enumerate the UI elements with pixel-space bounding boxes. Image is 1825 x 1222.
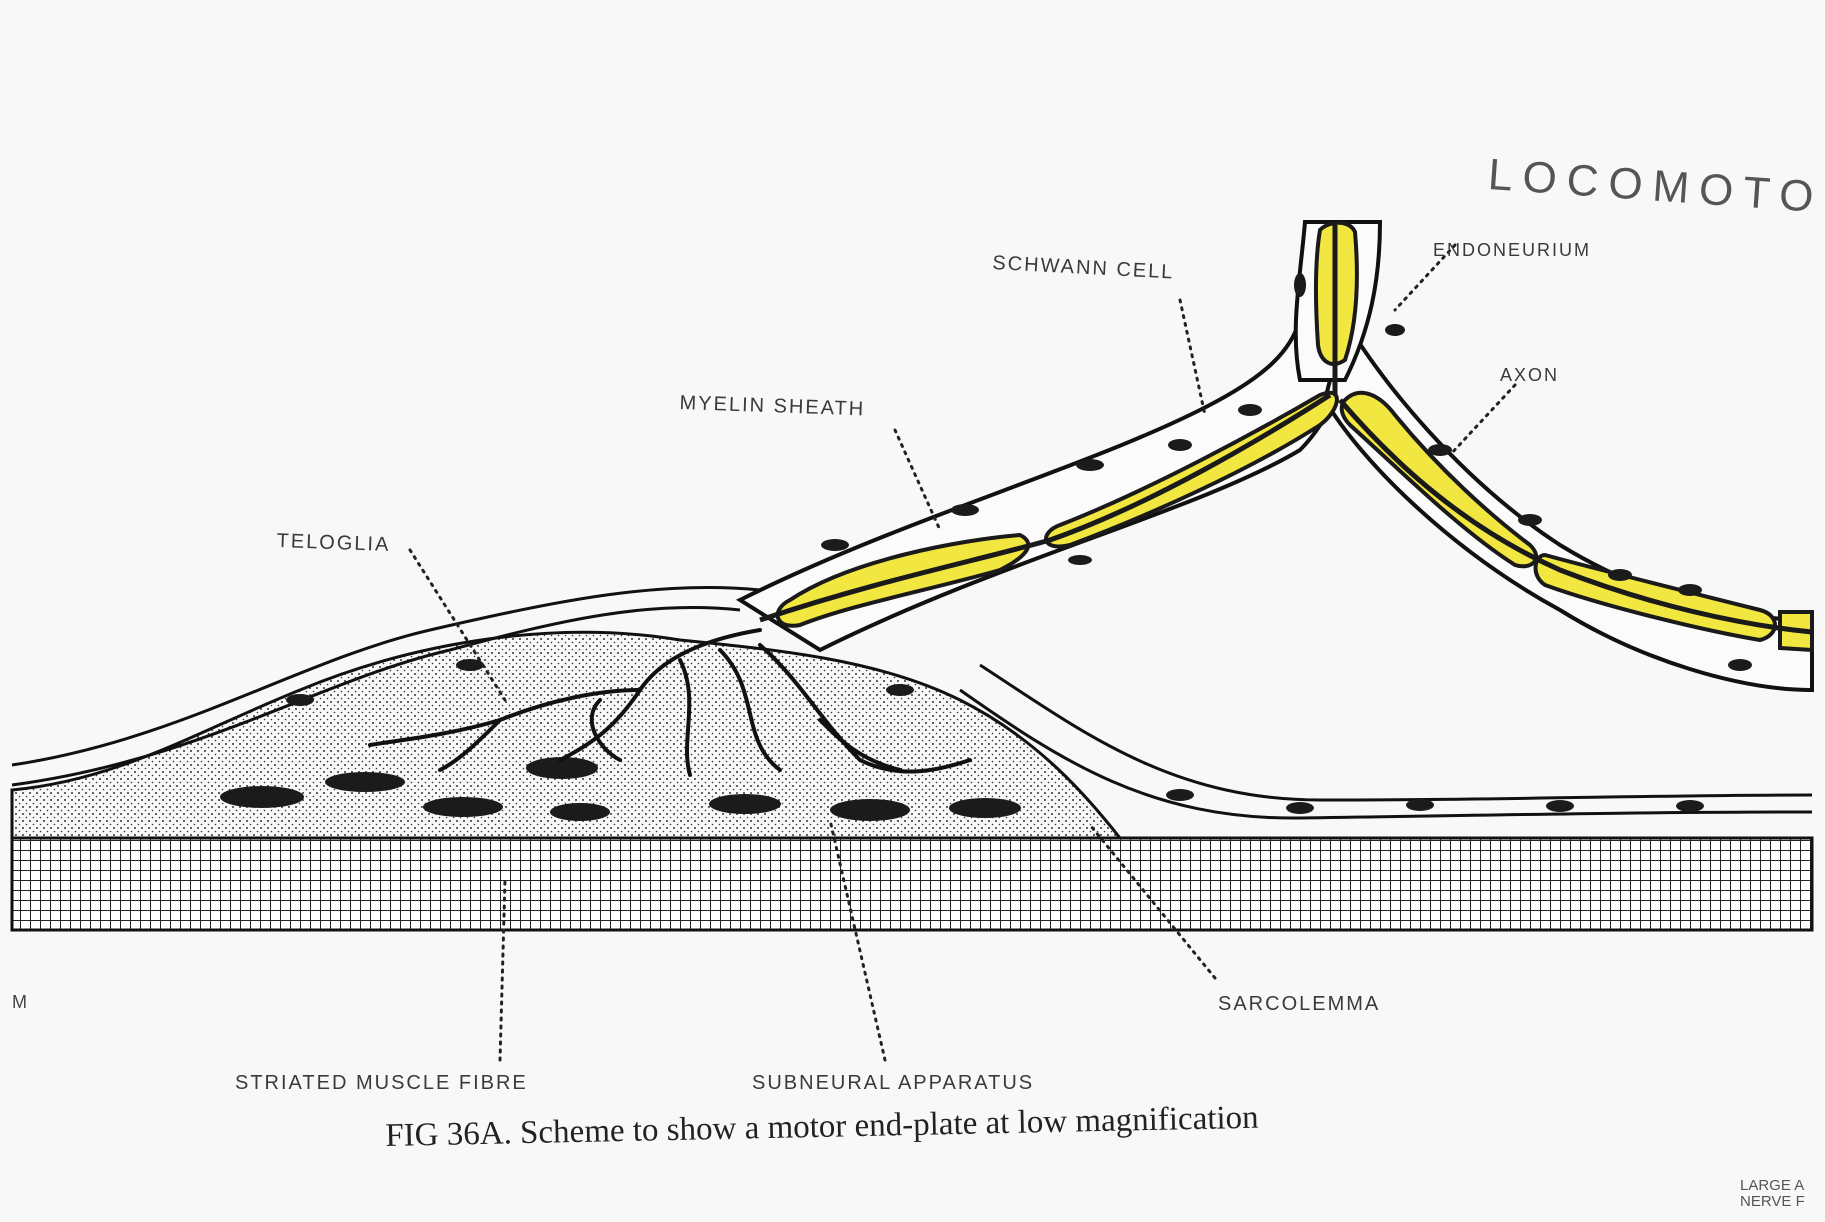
label-teloglia: TELOGLIA [276, 530, 391, 557]
label-sarcolemma: SARCOLEMMA [1218, 993, 1380, 1016]
label-axon: AXON [1500, 365, 1559, 386]
label-subneural-apparatus: SUBNEURAL APPARATUS [752, 1072, 1034, 1095]
striated-muscle-fibre-shape [12, 838, 1812, 930]
margin-text-bottom-right: LARGE A NERVE F [1740, 1178, 1805, 1210]
label-endoneurium: ENDONEURIUM [1433, 240, 1591, 261]
margin-line-1: LARGE A [1740, 1178, 1805, 1194]
margin-text-left: M [12, 992, 27, 1013]
label-striated-muscle-fibre: STRIATED MUSCLE FIBRE [235, 1072, 528, 1095]
margin-line-2: NERVE F [1740, 1194, 1805, 1210]
